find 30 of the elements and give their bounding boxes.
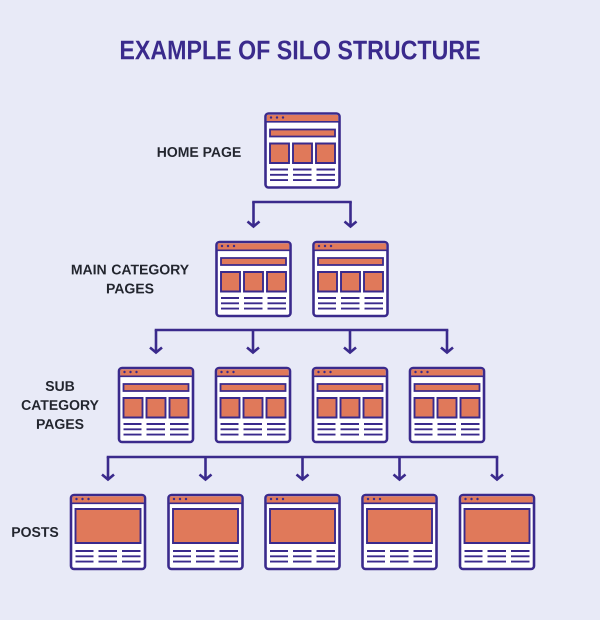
browser-window <box>264 112 341 189</box>
browser-window <box>408 366 486 444</box>
browser-window <box>264 494 341 570</box>
arrow <box>344 202 358 228</box>
arrow <box>246 330 260 354</box>
arrow <box>198 457 212 482</box>
browser-window <box>118 366 194 444</box>
browser-window <box>312 366 388 444</box>
connector-line <box>106 456 498 458</box>
browser-window <box>312 240 389 318</box>
browser-window <box>214 366 292 444</box>
row-label: SUB CATEGORY PAGES <box>22 381 99 429</box>
row-label: HOME PAGE <box>158 147 241 157</box>
browser-window <box>458 494 536 570</box>
arrow <box>392 457 406 482</box>
connector-line <box>252 200 352 204</box>
connector-line <box>154 328 448 332</box>
row-label: MAIN CATEGORY PAGES <box>72 264 189 294</box>
arrow <box>101 457 115 482</box>
arrow <box>246 202 260 228</box>
arrow <box>343 330 357 354</box>
browser-window <box>167 494 244 570</box>
arrow <box>440 330 454 354</box>
arrow <box>149 330 163 354</box>
arrow <box>490 457 504 482</box>
browser-window <box>70 494 146 570</box>
browser-window <box>361 494 438 570</box>
browser-window <box>215 240 292 318</box>
title: EXAMPLE OF SILO STRUCTURE <box>120 40 480 60</box>
arrow <box>296 457 310 482</box>
